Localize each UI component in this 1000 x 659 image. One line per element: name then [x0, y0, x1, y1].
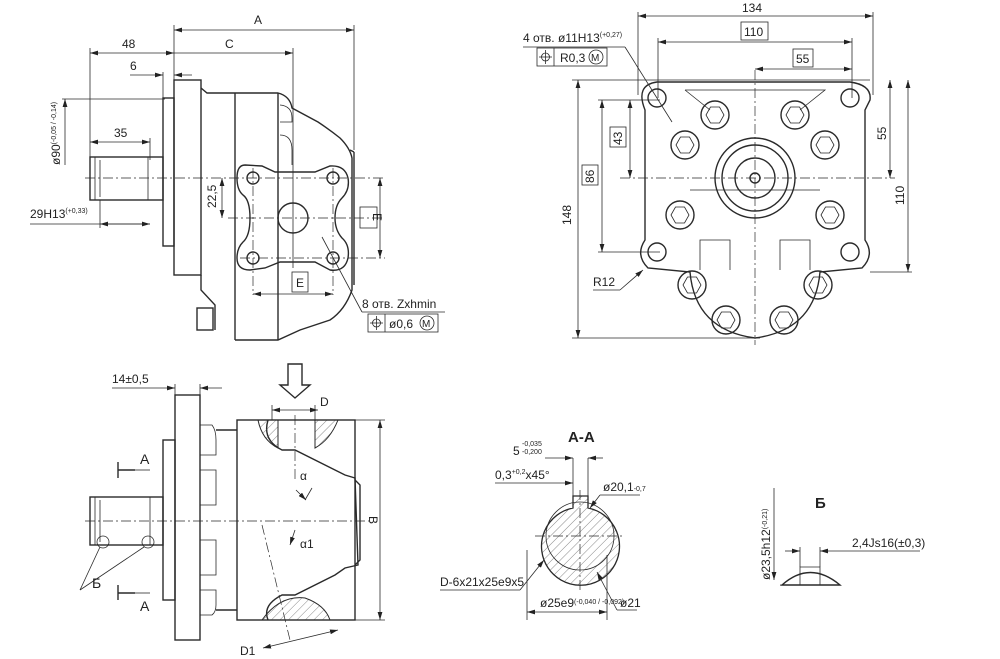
dim-b: B	[366, 516, 380, 524]
detail-width: 2,4Js16(±0,3)	[852, 536, 925, 550]
flow-arrow-icon	[278, 363, 312, 399]
dim-c: C	[225, 37, 234, 51]
port-flange	[236, 164, 350, 271]
angle-alpha1: α1	[300, 537, 314, 551]
diameter-21: ø21	[620, 596, 641, 610]
section-a-a-title: A-A	[568, 429, 595, 446]
hatch-top-right	[314, 419, 339, 449]
holes-tolerance: ø0,6	[389, 317, 413, 331]
box-e-right: E	[370, 213, 384, 221]
dim-86: 86	[583, 169, 597, 183]
angle-alpha: α	[300, 469, 307, 483]
dim-110-top: 110	[744, 25, 763, 39]
detail-b-callout: Б	[92, 575, 101, 591]
side-view-section: 14±0,5 D D1 B α α1	[79, 363, 385, 658]
dim-a: A	[254, 13, 262, 27]
dim-6: 6	[130, 59, 137, 73]
hatch-bottom	[261, 597, 331, 621]
dim-43: 43	[611, 131, 625, 145]
dim-55-top: 55	[796, 52, 810, 66]
detail-b: Б ø23,5h12(-0,21) 2,4Js16(±0,3)	[759, 488, 925, 586]
detail-diameter: ø23,5h12(-0,21)	[759, 509, 773, 580]
dim-134: 134	[742, 1, 762, 15]
position-tolerance-icon	[539, 50, 552, 64]
diameter-20-1: ø20,1-0,7	[603, 480, 646, 494]
dim-35: 35	[114, 126, 128, 140]
side-view-top: A 48 C 6 ø90(-0,05 / -0,14) 35 29H13(+0,…	[30, 13, 445, 341]
mmc-modifier: M	[422, 319, 430, 330]
chamfer: 0,3+0,2x45°	[495, 468, 550, 482]
radius-r12: R12	[593, 275, 615, 289]
dim-110-right: 110	[893, 186, 907, 205]
section-a-bottom: A	[140, 598, 150, 614]
key-width-lower-tol: -0,200	[522, 449, 542, 456]
box-e-bottom: E	[296, 276, 304, 290]
key-width-upper-tol: -0,035	[522, 441, 542, 448]
shaft-cross-section	[540, 495, 621, 586]
dim-d: D	[320, 395, 329, 409]
holes-note-4: 4 отв. ø11H13(+0,27)	[523, 31, 622, 45]
section-a-top: A	[140, 451, 150, 467]
holes-tolerance-r: R0,3	[560, 51, 586, 65]
section-a-a: A-A 5 -0,035 -0,200 0,3+0,2x45° ø20,1-0,…	[440, 429, 646, 620]
dim-14: 14±0,5	[112, 372, 149, 386]
position-tolerance-icon	[370, 316, 383, 330]
bolt-heads	[665, 100, 845, 335]
dim-48: 48	[122, 37, 136, 51]
dim-d90: ø90(-0,05 / -0,14)	[49, 102, 63, 165]
dim-55-right: 55	[875, 126, 889, 140]
dim-22-5: 22,5	[205, 184, 219, 208]
holes-note: 8 отв. Zxhmin	[362, 297, 436, 311]
mmc-modifier-2: M	[591, 53, 599, 64]
detail-b-title: Б	[815, 495, 826, 512]
spline-spec: D-6x21x25e9x5	[440, 575, 524, 589]
key-width: 5	[513, 444, 520, 458]
dim-148: 148	[560, 205, 574, 225]
dim-d1: D1	[240, 644, 256, 658]
hatch-top	[257, 419, 279, 449]
diameter-25e9: ø25e9(-0,040 / -0,092)	[540, 596, 624, 610]
front-view: 134 110 55 4 отв. ø11H13(+0,27) R0,3 M	[523, 1, 912, 345]
dim-29h13: 29H13(+0,33)	[30, 207, 88, 221]
